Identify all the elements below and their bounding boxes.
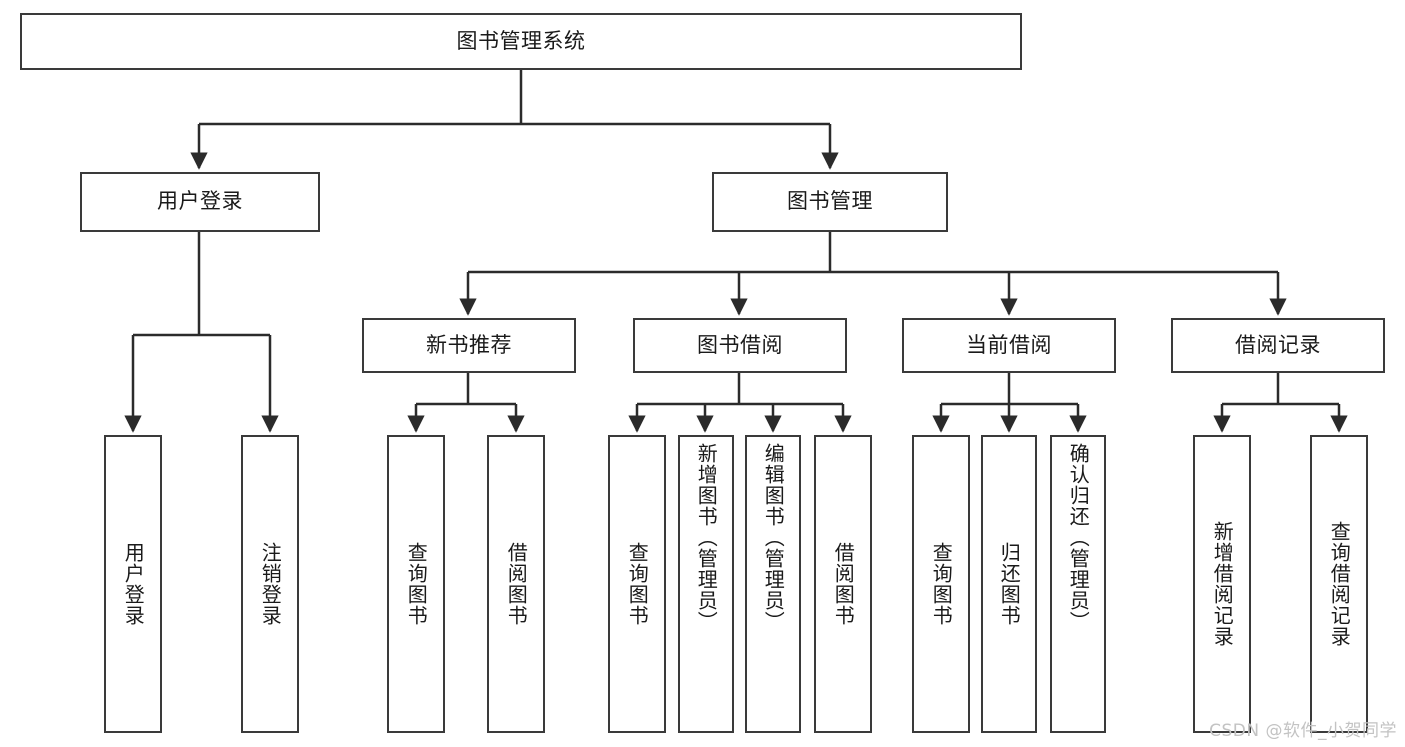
node-book-management[interactable]: 图书管理 bbox=[712, 172, 948, 232]
node-book-borrow[interactable]: 图书借阅 bbox=[633, 318, 847, 373]
leaf-current-query-book[interactable]: 查询图书 bbox=[912, 435, 970, 733]
node-borrow-record[interactable]: 借阅记录 bbox=[1171, 318, 1385, 373]
leaf-current-confirm-return-admin[interactable]: 确认归还（管理员） bbox=[1050, 435, 1106, 733]
leaf-borrow-edit-book-admin[interactable]: 编辑图书（管理员） bbox=[745, 435, 801, 733]
leaf-record-query-record[interactable]: 查询借阅记录 bbox=[1310, 435, 1368, 733]
node-new-book-recommend[interactable]: 新书推荐 bbox=[362, 318, 576, 373]
leaf-new-book-query[interactable]: 查询图书 bbox=[387, 435, 445, 733]
leaf-borrow-borrow-book[interactable]: 借阅图书 bbox=[814, 435, 872, 733]
leaf-borrow-add-book-admin[interactable]: 新增图书（管理员） bbox=[678, 435, 734, 733]
leaf-new-book-borrow[interactable]: 借阅图书 bbox=[487, 435, 545, 733]
leaf-user-login-signout[interactable]: 注销登录 bbox=[241, 435, 299, 733]
node-current-borrow[interactable]: 当前借阅 bbox=[902, 318, 1116, 373]
leaf-record-add-record[interactable]: 新增借阅记录 bbox=[1193, 435, 1251, 733]
leaf-current-return-book[interactable]: 归还图书 bbox=[981, 435, 1037, 733]
leaf-borrow-query-book[interactable]: 查询图书 bbox=[608, 435, 666, 733]
node-root-system[interactable]: 图书管理系统 bbox=[20, 13, 1022, 70]
leaf-user-login-signin[interactable]: 用户登录 bbox=[104, 435, 162, 733]
watermark-text: CSDN @软件_小贺同学 bbox=[1209, 721, 1397, 741]
node-user-login[interactable]: 用户登录 bbox=[80, 172, 320, 232]
